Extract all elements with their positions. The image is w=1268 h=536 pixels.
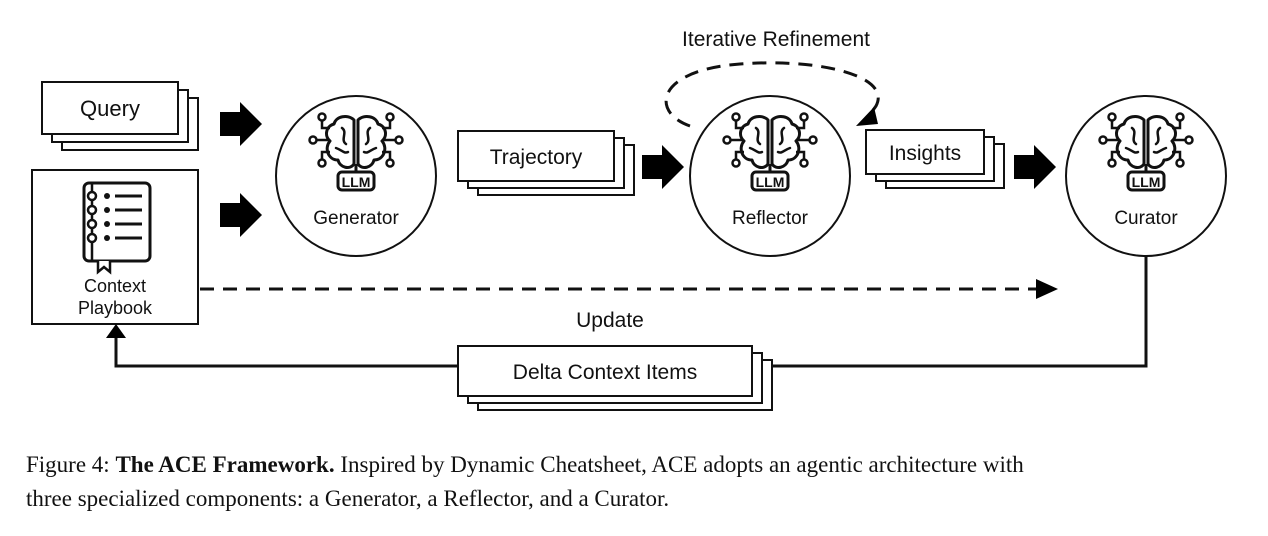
ace-framework-diagram: Query Context Playbook <box>31 28 1227 411</box>
update-loop-arrowhead <box>106 324 126 338</box>
query-to-generator-arrow <box>220 102 262 146</box>
caption-prefix: Figure 4: <box>26 452 116 477</box>
caption-title: The ACE Framework. <box>115 452 335 477</box>
caption-line-1: Figure 4: The ACE Framework. Inspired by… <box>26 448 1268 482</box>
trajectory-label: Trajectory <box>490 146 583 169</box>
playbook-label-line2: Playbook <box>78 298 153 318</box>
insights-label: Insights <box>889 142 961 165</box>
insights-stack: Insights <box>865 129 1005 189</box>
caption-line1-text: Inspired by Dynamic Cheatsheet, ACE adop… <box>334 452 1024 477</box>
delta-context-items-stack: Delta Context Items <box>457 345 773 411</box>
query-label: Query <box>80 96 140 121</box>
curator-label: Curator <box>1114 208 1178 229</box>
playbook-label-line1: Context <box>84 276 146 296</box>
curator-node: LLM Curator <box>1065 95 1227 257</box>
query-input-stack: Query <box>41 81 199 151</box>
reflector-label: Reflector <box>732 208 809 229</box>
generator-llm-badge: LLM <box>342 174 371 190</box>
trajectory-to-reflector-arrow <box>642 145 684 189</box>
curator-llm-badge: LLM <box>1132 174 1161 190</box>
reflector-llm-badge: LLM <box>756 174 785 190</box>
update-label: Update <box>576 309 644 332</box>
trajectory-stack: Trajectory <box>457 130 635 196</box>
caption-line-2: three specialized components: a Generato… <box>26 486 670 511</box>
insights-to-curator-arrow <box>1014 145 1056 189</box>
generator-label: Generator <box>313 208 399 229</box>
playbook-to-generator-arrow <box>220 193 262 237</box>
iterative-loop-arrowhead <box>856 107 878 126</box>
dashed-arrow-head <box>1036 279 1058 299</box>
context-playbook-box: Context Playbook <box>31 169 199 325</box>
figure-caption: Figure 4: The ACE Framework. Inspired by… <box>26 448 1268 516</box>
reflector-node: LLM Reflector <box>689 95 851 257</box>
delta-context-items-label: Delta Context Items <box>513 361 697 384</box>
generator-node: LLM Generator <box>275 95 437 257</box>
notebook-icon <box>82 181 152 275</box>
iterative-refinement-label: Iterative Refinement <box>682 28 870 51</box>
